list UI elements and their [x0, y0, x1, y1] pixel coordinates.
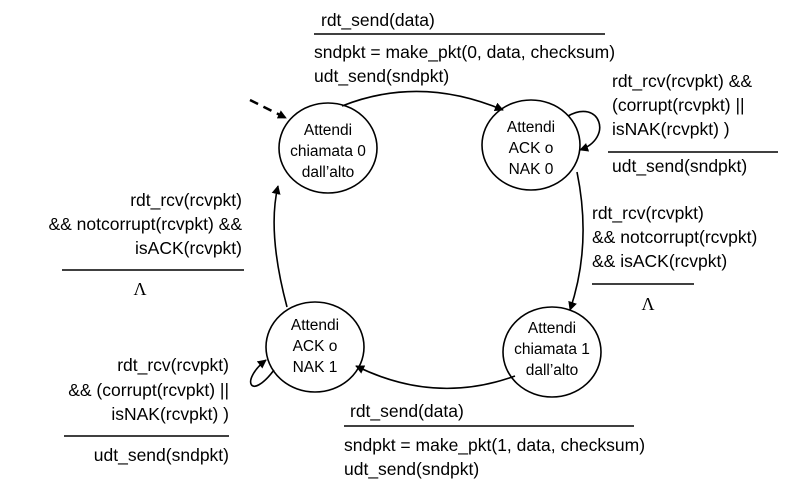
event-text: rdt_rcv(rcvpkt) && [612, 71, 752, 92]
arrow-retx1-selfloop [249, 359, 275, 387]
event-text: rdt_rcv(rcvpkt) [130, 190, 242, 211]
event-text: rdt_rcv(rcvpkt) [117, 355, 229, 376]
state-wait-ack-1: Attendi ACK o NAK 1 [265, 301, 365, 393]
state-line: Attendi [507, 119, 555, 136]
initial-state-arrow [249, 98, 287, 120]
transition-label-retx0: rdt_rcv(rcvpkt) && (corrupt(rcvpkt) || i… [608, 71, 778, 177]
event-text: && notcorrupt(rcvpkt) && [48, 214, 242, 234]
state-line: NAK 1 [293, 359, 338, 376]
state-line: NAK 0 [509, 161, 554, 178]
event-text: isNAK(rcvpkt) ) [111, 404, 229, 424]
event-text: rdt_send(data) [321, 10, 435, 31]
event-text: && isACK(rcvpkt) [592, 251, 727, 271]
event-text: rdt_send(data) [350, 401, 464, 422]
state-line: ACK o [509, 140, 554, 157]
event-text: rdt_rcv(rcvpkt) [592, 203, 704, 224]
state-line: dall’alto [526, 362, 579, 379]
action-text: sndpkt = make_pkt(1, data, checksum) [344, 435, 645, 456]
event-text: isNAK(rcvpkt) ) [612, 119, 730, 139]
transition-label-send0: rdt_send(data) sndpkt = make_pkt(0, data… [314, 10, 615, 87]
lambda-action: Λ [133, 279, 146, 299]
event-text: && (corrupt(rcvpkt) || [68, 380, 229, 400]
action-text: sndpkt = make_pkt(0, data, checksum) [314, 42, 615, 63]
event-text: isACK(rcvpkt) [135, 238, 242, 258]
event-text: && notcorrupt(rcvpkt) [592, 227, 757, 247]
state-line: Attendi [291, 317, 339, 334]
action-text: udt_send(sndpkt) [344, 459, 479, 480]
arrow-ack0 [568, 171, 584, 311]
state-line: dall’alto [302, 164, 355, 181]
action-text: udt_send(sndpkt) [612, 156, 747, 177]
action-text: udt_send(sndpkt) [314, 66, 449, 87]
arrow-ack1 [271, 185, 288, 308]
state-line: Attendi [528, 320, 576, 337]
lambda-action: Λ [641, 294, 654, 314]
transition-label-ack0: rdt_rcv(rcvpkt) && notcorrupt(rcvpkt) &&… [592, 203, 757, 314]
transition-label-send1: rdt_send(data) sndpkt = make_pkt(1, data… [344, 401, 645, 480]
state-line: chiamata 1 [514, 341, 590, 358]
state-wait-call-1: Attendi chiamata 1 dall’alto [502, 306, 602, 398]
state-line: ACK o [293, 338, 338, 355]
transition-label-retx1: rdt_rcv(rcvpkt) && (corrupt(rcvpkt) || i… [64, 355, 229, 466]
action-text: udt_send(sndpkt) [94, 445, 229, 466]
arrow-retx0-selfloop [567, 110, 601, 152]
event-text: (corrupt(rcvpkt) || [612, 95, 745, 115]
state-line: chiamata 0 [290, 143, 366, 160]
transition-label-ack1: rdt_rcv(rcvpkt) && notcorrupt(rcvpkt) &&… [48, 190, 244, 299]
state-wait-ack-0: Attendi ACK o NAK 0 [481, 99, 581, 191]
state-wait-call-0: Attendi chiamata 0 dall’alto [278, 102, 378, 194]
arrow-send1 [355, 365, 516, 390]
state-line: Attendi [304, 122, 352, 139]
arrow-send0 [341, 90, 504, 112]
